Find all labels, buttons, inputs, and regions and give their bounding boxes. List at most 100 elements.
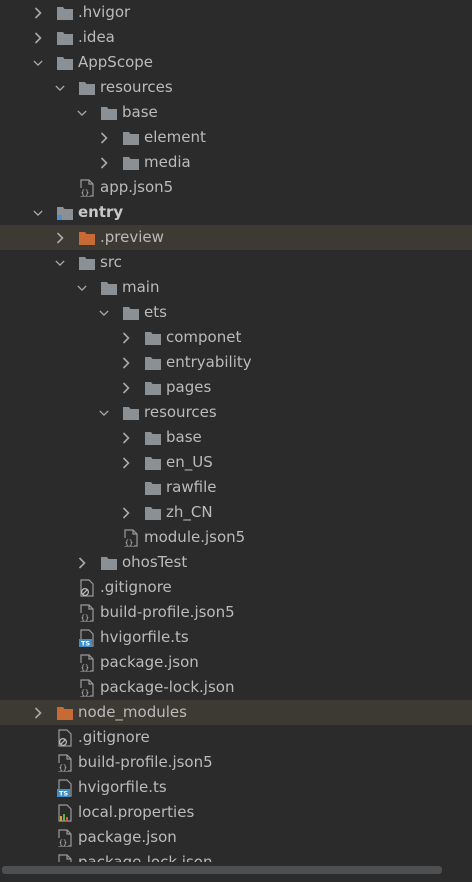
tree-item-label: main	[122, 278, 160, 296]
chevron-right-icon[interactable]	[121, 356, 131, 369]
chevron-right-icon[interactable]	[99, 131, 109, 144]
tree-item-src[interactable]: src	[0, 250, 472, 275]
tree-item-label: media	[144, 153, 191, 171]
tree-item-label: en_US	[166, 453, 213, 471]
tree-item-package-lock-json[interactable]: {}package-lock.json	[0, 675, 472, 700]
tree-item-main[interactable]: main	[0, 275, 472, 300]
svg-text:{}: {}	[59, 839, 67, 847]
folder-icon	[56, 4, 74, 22]
tree-item-resources[interactable]: resources	[0, 400, 472, 425]
json-file-icon: {}	[78, 603, 96, 622]
json-file-icon: {}	[56, 828, 74, 847]
tree-item-entry[interactable]: entry	[0, 200, 472, 225]
tree-item-hvigorfile-ts[interactable]: TS hvigorfile.ts	[0, 775, 472, 800]
folder-icon	[100, 279, 118, 297]
tree-item-rawfile[interactable]: rawfile	[0, 475, 472, 500]
folder-icon	[122, 129, 140, 147]
tree-item-build-profile-json5[interactable]: {}build-profile.json5	[0, 600, 472, 625]
chevron-right-icon[interactable]	[33, 6, 43, 19]
horizontal-scrollbar-thumb[interactable]	[2, 866, 442, 874]
svg-text:{}: {}	[81, 614, 89, 622]
json-file-icon: {}	[78, 678, 96, 697]
folder-icon	[144, 429, 162, 447]
tree-item-preview[interactable]: .preview	[0, 225, 472, 250]
tree-item-pages[interactable]: pages	[0, 375, 472, 400]
tree-item-label: ohosTest	[122, 553, 188, 571]
chevron-down-icon[interactable]	[77, 107, 87, 119]
tree-item-label: resources	[144, 403, 217, 421]
chevron-down-icon[interactable]	[33, 207, 43, 219]
chevron-right-icon[interactable]	[121, 456, 131, 469]
tree-item-label: hvigorfile.ts	[78, 778, 167, 796]
module-folder-icon	[56, 204, 74, 222]
svg-text:{}: {}	[81, 689, 89, 697]
tree-item-label: app.json5	[100, 178, 174, 196]
excluded-folder-icon	[56, 704, 74, 722]
svg-text:{}: {}	[81, 189, 89, 197]
tree-item-label: module.json5	[144, 528, 246, 546]
json-file-icon: {}	[78, 178, 96, 197]
tree-item-label: resources	[100, 78, 173, 96]
tree-item-media[interactable]: media	[0, 150, 472, 175]
tree-item-label: entryability	[166, 353, 252, 371]
tree-item-zh-cn[interactable]: zh_CN	[0, 500, 472, 525]
tree-item-label: ets	[144, 303, 167, 321]
tree-item-componet[interactable]: componet	[0, 325, 472, 350]
chevron-right-icon[interactable]	[121, 381, 131, 394]
chevron-down-icon[interactable]	[55, 257, 65, 269]
tree-item-ets[interactable]: ets	[0, 300, 472, 325]
tree-item-gitignore[interactable]: .gitignore	[0, 575, 472, 600]
folder-icon	[144, 354, 162, 372]
folder-icon	[100, 554, 118, 572]
chevron-right-icon[interactable]	[55, 231, 65, 244]
gitignore-file-icon	[78, 578, 96, 597]
tree-item-node-modules[interactable]: node_modules	[0, 700, 472, 725]
tree-item-label: element	[144, 128, 206, 146]
tree-item-label: rawfile	[166, 478, 217, 496]
tree-item-build-profile-json5[interactable]: {}build-profile.json5	[0, 750, 472, 775]
tree-item-package-json[interactable]: {} package.json	[0, 825, 472, 850]
tree-item-base[interactable]: base	[0, 425, 472, 450]
ts-file-icon: TS	[56, 778, 74, 797]
folder-icon	[144, 379, 162, 397]
tree-item-hvigor[interactable]: .hvigor	[0, 0, 472, 25]
tree-item-module-json5[interactable]: {} module.json5	[0, 525, 472, 550]
chevron-right-icon[interactable]	[121, 506, 131, 519]
chevron-down-icon[interactable]	[33, 57, 43, 69]
tree-item-base[interactable]: base	[0, 100, 472, 125]
chevron-down-icon[interactable]	[55, 82, 65, 94]
tree-item-entryability[interactable]: entryability	[0, 350, 472, 375]
chevron-right-icon[interactable]	[99, 156, 109, 169]
chevron-right-icon[interactable]	[33, 31, 43, 44]
folder-icon	[122, 304, 140, 322]
chevron-down-icon[interactable]	[99, 407, 109, 419]
svg-text:{}: {}	[125, 539, 133, 547]
folder-icon	[56, 29, 74, 47]
tree-item-element[interactable]: element	[0, 125, 472, 150]
tree-item-package-json[interactable]: {}package.json	[0, 650, 472, 675]
tree-item-gitignore[interactable]: .gitignore	[0, 725, 472, 750]
chevron-right-icon[interactable]	[121, 331, 131, 344]
tree-item-local-properties[interactable]: local.properties	[0, 800, 472, 825]
tree-item-appscope[interactable]: AppScope	[0, 50, 472, 75]
tree-item-ohostest[interactable]: ohosTest	[0, 550, 472, 575]
chevron-right-icon[interactable]	[121, 431, 131, 444]
chevron-right-icon[interactable]	[77, 556, 87, 569]
chevron-down-icon[interactable]	[99, 307, 109, 319]
chevron-right-icon[interactable]	[33, 706, 43, 719]
folder-icon	[144, 329, 162, 347]
tree-item-label: .hvigor	[78, 3, 131, 21]
tree-item-en-us[interactable]: en_US	[0, 450, 472, 475]
json-file-icon: {}	[56, 753, 74, 772]
svg-text:TS: TS	[59, 789, 68, 797]
tree-item-resources[interactable]: resources	[0, 75, 472, 100]
tree-item-label: package.json	[78, 828, 177, 846]
folder-icon	[144, 504, 162, 522]
tree-item-label: local.properties	[78, 803, 195, 821]
tree-item-idea[interactable]: .idea	[0, 25, 472, 50]
tree-item-label: pages	[166, 378, 212, 396]
chevron-down-icon[interactable]	[77, 282, 87, 294]
tree-item-app-json5[interactable]: {} app.json5	[0, 175, 472, 200]
tree-item-label: base	[122, 103, 158, 121]
